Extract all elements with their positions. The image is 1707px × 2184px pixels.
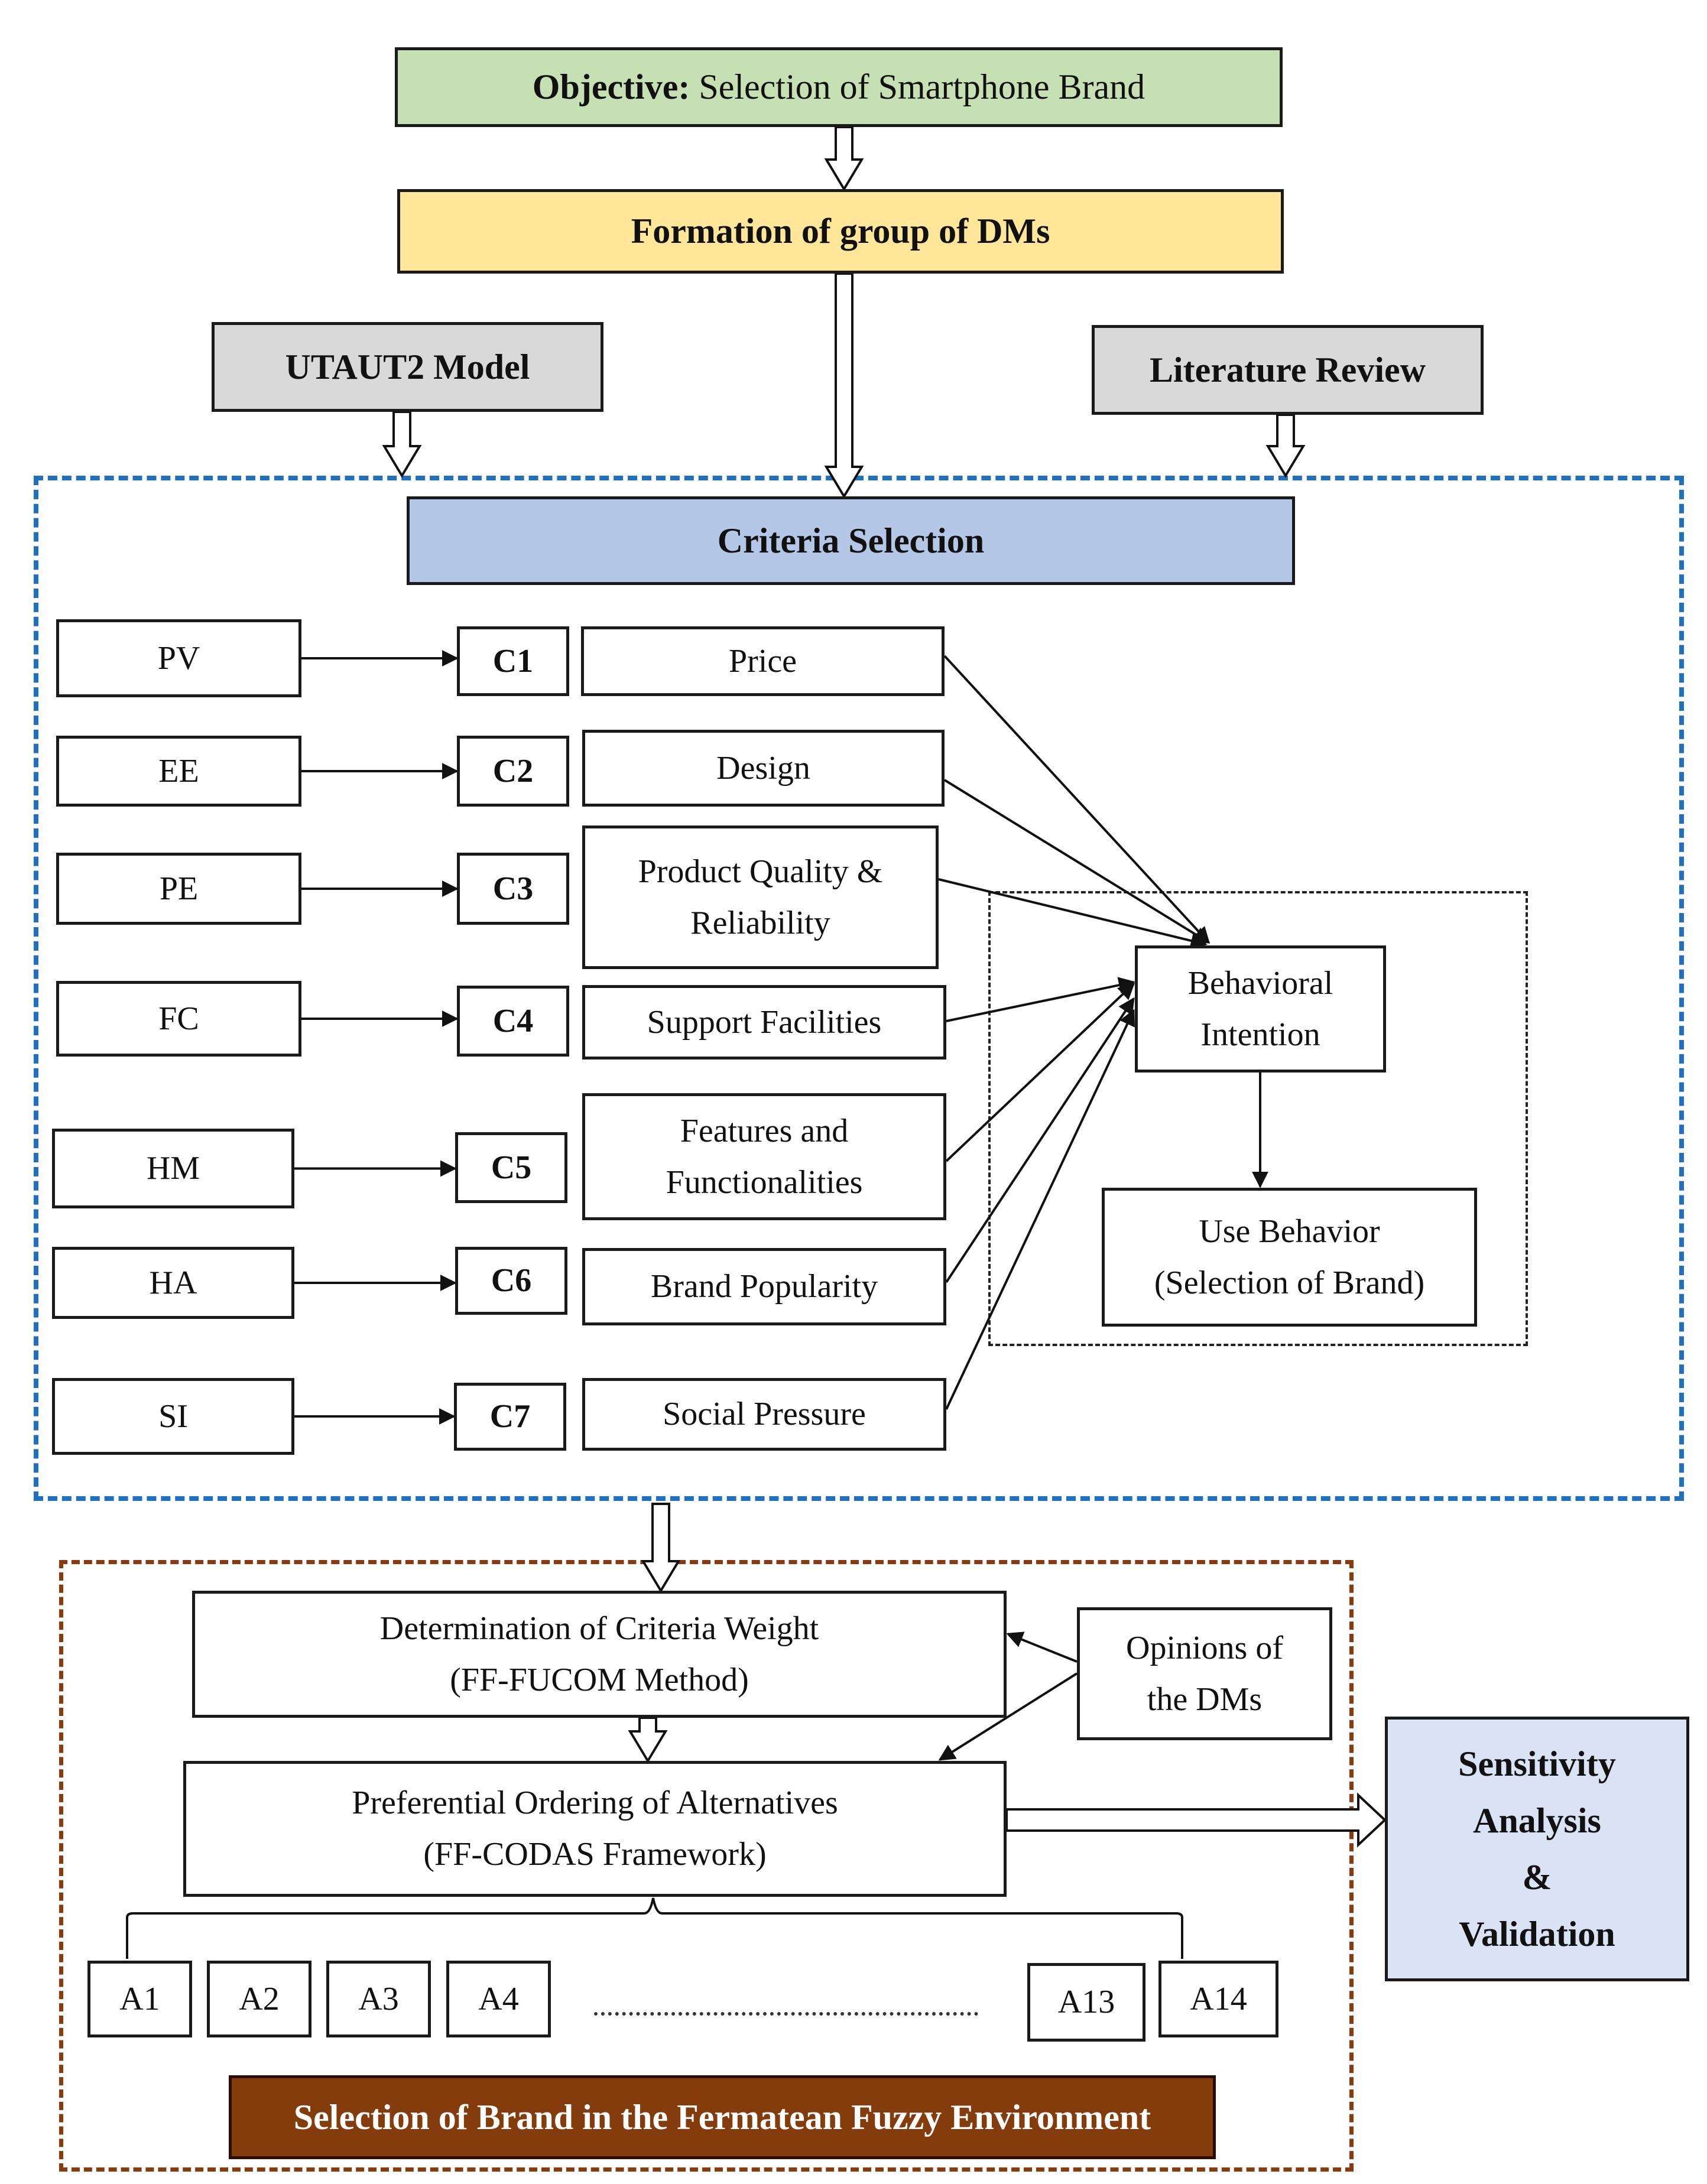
criterion-code-box-2: C2 [457, 736, 569, 807]
alternative-box-a13: A13 [1027, 1963, 1145, 2042]
objective-text: Selection of Smartphone Brand [699, 67, 1145, 106]
use-behavior-box: Use Behavior (Selection of Brand) [1102, 1188, 1477, 1327]
construct-box-hm: HM [52, 1129, 294, 1208]
use-behavior-line1: Use Behavior [1199, 1213, 1380, 1250]
criterion-code: C7 [489, 1398, 531, 1435]
criterion-name-line: Features and [680, 1112, 849, 1149]
criterion-name-box-1: Price [581, 626, 945, 696]
utaut-to-criteria-arrow [382, 411, 422, 478]
alternative-box-a4: A4 [446, 1961, 551, 2037]
construct-box-pv: PV [56, 619, 301, 697]
dm-opinions-box: Opinions of the DMs [1077, 1607, 1332, 1740]
preferential-ordering-box: Preferential Ordering of Alternatives (F… [183, 1761, 1007, 1897]
criterion-name-line: Functionalities [666, 1164, 863, 1201]
criterion-code-box-6: C6 [455, 1247, 567, 1315]
objective-box: Objective: Selection of Smartphone Brand [395, 47, 1283, 127]
construct-box-fc: FC [56, 981, 301, 1057]
behavioral-intention-line2: Intention [1200, 1016, 1320, 1053]
sensitivity-line3: & [1522, 1858, 1552, 1897]
literature-to-criteria-arrow [1265, 414, 1306, 478]
criterion-name-line: Reliability [690, 904, 830, 941]
behavioral-intention-box: Behavioral Intention [1135, 945, 1386, 1072]
sensitivity-validation-box: Sensitivity Analysis & Validation [1385, 1717, 1689, 1981]
criterion-name-box-4: Support Facilities [582, 985, 946, 1060]
sensitivity-line2: Analysis [1473, 1801, 1601, 1840]
construct-box-si: SI [52, 1378, 294, 1455]
fermatean-selection-banner: Selection of Brand in the Fermatean Fuzz… [229, 2075, 1216, 2159]
criteria-weight-line2: (FF-FUCOM Method) [450, 1661, 749, 1698]
criterion-code: C5 [491, 1149, 532, 1186]
sensitivity-line4: Validation [1459, 1915, 1615, 1954]
criterion-name-box-6: Brand Popularity [582, 1248, 946, 1325]
sensitivity-line1: Sensitivity [1458, 1744, 1616, 1783]
behavioral-intention-line1: Behavioral [1187, 964, 1333, 1002]
criterion-code: C2 [492, 752, 534, 789]
alternative-box-a1: A1 [87, 1961, 192, 2037]
criteria-selection-box: Criteria Selection [407, 496, 1295, 585]
alternative-label: A3 [358, 1980, 399, 2017]
preferential-ordering-line2: (FF-CODAS Framework) [423, 1836, 767, 1873]
criterion-name-line: Social Pressure [663, 1396, 866, 1433]
dm-group-box: Formation of group of DMs [397, 189, 1284, 274]
fermatean-selection-text: Selection of Brand in the Fermatean Fuzz… [293, 2097, 1151, 2137]
criterion-code-box-4: C4 [457, 986, 569, 1057]
criterion-name-box-7: Social Pressure [582, 1378, 946, 1451]
alternative-box-a2: A2 [207, 1961, 311, 2037]
criterion-code-box-1: C1 [457, 626, 569, 696]
criterion-code: C1 [492, 642, 534, 680]
dm-group-text: Formation of group of DMs [631, 212, 1050, 251]
criterion-code-box-5: C5 [455, 1132, 567, 1203]
criterion-name-line: Support Facilities [647, 1003, 882, 1041]
utaut2-model-box: UTAUT2 Model [212, 322, 603, 412]
construct-label: FC [158, 1000, 199, 1037]
criterion-name-line: Price [728, 642, 797, 680]
criterion-name-line: Design [716, 749, 810, 786]
objective-to-dm-arrow [824, 126, 864, 191]
literature-review-text: Literature Review [1149, 350, 1426, 389]
alternative-box-a14: A14 [1158, 1961, 1278, 2037]
criterion-name-box-3: Product Quality & Reliability [582, 826, 939, 969]
methodology-frame [59, 1560, 1354, 2172]
construct-label: SI [158, 1398, 188, 1435]
criterion-code-box-3: C3 [457, 853, 569, 925]
alternative-label: A14 [1190, 1980, 1247, 2017]
preferential-ordering-line1: Preferential Ordering of Alternatives [352, 1785, 838, 1822]
criterion-code: C3 [492, 870, 534, 907]
alternative-label: A4 [478, 1980, 519, 2017]
construct-label: HM [146, 1150, 200, 1187]
dm-to-criteria-arrow [824, 272, 864, 499]
criterion-code: C4 [492, 1002, 534, 1039]
criterion-name-line: Brand Popularity [650, 1268, 878, 1305]
dm-opinions-line1: Opinions of [1126, 1629, 1283, 1666]
objective-label: Objective: [532, 67, 690, 106]
criteria-weight-line1: Determination of Criteria Weight [379, 1610, 819, 1647]
criteria-selection-text: Criteria Selection [717, 521, 985, 560]
construct-box-ee: EE [56, 736, 301, 807]
criterion-name-line: Product Quality & [638, 853, 883, 890]
construct-box-pe: PE [56, 853, 301, 925]
alternative-label: A13 [1057, 1984, 1115, 2021]
alternative-label: A1 [119, 1980, 160, 2017]
alternatives-ellipsis [594, 2012, 978, 2016]
construct-label: EE [158, 752, 199, 789]
criterion-code-box-7: C7 [454, 1383, 566, 1451]
dm-opinions-line2: the DMs [1147, 1681, 1263, 1718]
alternative-label: A2 [239, 1980, 280, 2017]
criteria-weight-box: Determination of Criteria Weight (FF-FUC… [192, 1591, 1007, 1718]
use-behavior-line2: (Selection of Brand) [1154, 1264, 1425, 1301]
criterion-code: C6 [491, 1262, 532, 1299]
alternative-box-a3: A3 [326, 1961, 431, 2037]
construct-label: PE [159, 870, 199, 907]
construct-label: HA [149, 1264, 197, 1301]
literature-review-box: Literature Review [1092, 325, 1484, 415]
utaut2-model-text: UTAUT2 Model [285, 347, 530, 386]
construct-label: PV [157, 639, 200, 677]
criterion-name-box-2: Design [582, 730, 945, 807]
construct-box-ha: HA [52, 1247, 294, 1319]
